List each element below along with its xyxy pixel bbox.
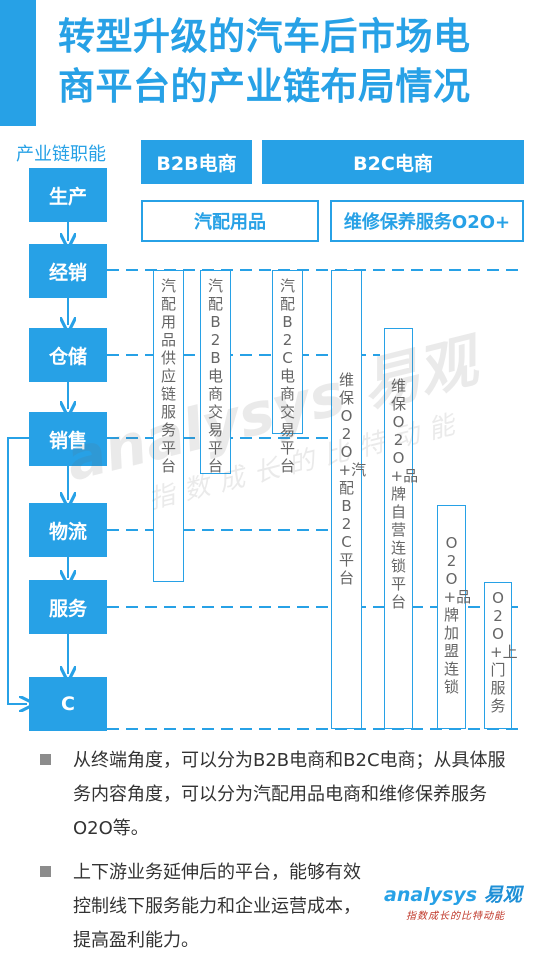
- title-line-2: 商平台的产业链布局情况: [58, 65, 471, 108]
- platform-column: 汽配用品供应链服务平台: [153, 270, 184, 582]
- bullet-text: 上下游业务延伸后的平台，能够有效控制线下服务能力和企业运营成本，提高盈利能力。: [73, 862, 361, 951]
- platform-column: O2O+上门服务: [484, 582, 518, 729]
- platform-column-text: O2O+品牌加盟连锁: [443, 534, 472, 696]
- platform-column-text: 汽配B2B电商交易平台: [207, 277, 223, 475]
- bullet-square-icon: [40, 754, 51, 765]
- platform-column: 维保O2O+汽配B2C平台: [331, 270, 367, 729]
- stage-consumer: C: [29, 677, 107, 731]
- page-title: 转型升级的汽车后市场电 商平台的产业链布局情况: [58, 12, 528, 112]
- bullet-square-icon: [40, 866, 51, 877]
- bullet-item: 从终端角度，可以分为B2B电商和B2C电商；从具体服务内容角度，可以分为汽配用品…: [40, 744, 510, 846]
- bullet-text: 从终端角度，可以分为B2B电商和B2C电商；从具体服务内容角度，可以分为汽配用品…: [73, 750, 506, 839]
- platform-column-text: 维保O2O+汽配B2C平台: [338, 371, 367, 587]
- platform-column-text: O2O+上门服务: [490, 589, 518, 715]
- bullet-list: 从终端角度，可以分为B2B电商和B2C电商；从具体服务内容角度，可以分为汽配用品…: [40, 744, 510, 968]
- b2c-header: B2C电商: [262, 140, 524, 184]
- platform-column-text: 汽配用品供应链服务平台: [160, 277, 176, 475]
- stage-distribution: 经销: [29, 244, 107, 298]
- platform-column-text: 维保O2O+品牌自营连锁平台: [390, 377, 419, 611]
- category-parts: 汽配用品: [141, 200, 319, 242]
- platform-column: O2O+品牌加盟连锁: [437, 505, 472, 729]
- title-line-1: 转型升级的汽车后市场电: [58, 15, 471, 58]
- stage-storage: 仓储: [29, 328, 107, 382]
- analysys-logo: analysys 易观 指数成长的比特动能: [384, 880, 522, 922]
- bullet-item: 上下游业务延伸后的平台，能够有效控制线下服务能力和企业运营成本，提高盈利能力。: [40, 856, 510, 958]
- chain-function-label: 产业链职能: [16, 144, 106, 165]
- title-accent-bar: [0, 0, 36, 126]
- b2b-header: B2B电商: [141, 140, 252, 184]
- platform-column: 汽配B2B电商交易平台: [200, 270, 231, 475]
- platform-column: 汽配B2C电商交易平台: [272, 270, 303, 475]
- loop-arrow-icon: [7, 437, 29, 704]
- platform-column: 维保O2O+品牌自营连锁平台: [384, 328, 419, 729]
- logo-mark: analysys 易观: [384, 880, 522, 907]
- stage-service: 服务: [29, 580, 107, 634]
- stage-logistics: 物流: [29, 503, 107, 557]
- category-service: 维修保养服务O2O+: [330, 200, 524, 242]
- logo-slogan: 指数成长的比特动能: [406, 911, 505, 922]
- logo-cn: 易观: [483, 884, 522, 906]
- stage-production: 生产: [29, 168, 107, 222]
- platform-column-text: 汽配B2C电商交易平台: [279, 277, 295, 475]
- logo-latin: analysys: [384, 884, 478, 906]
- stage-sales: 销售: [29, 412, 107, 466]
